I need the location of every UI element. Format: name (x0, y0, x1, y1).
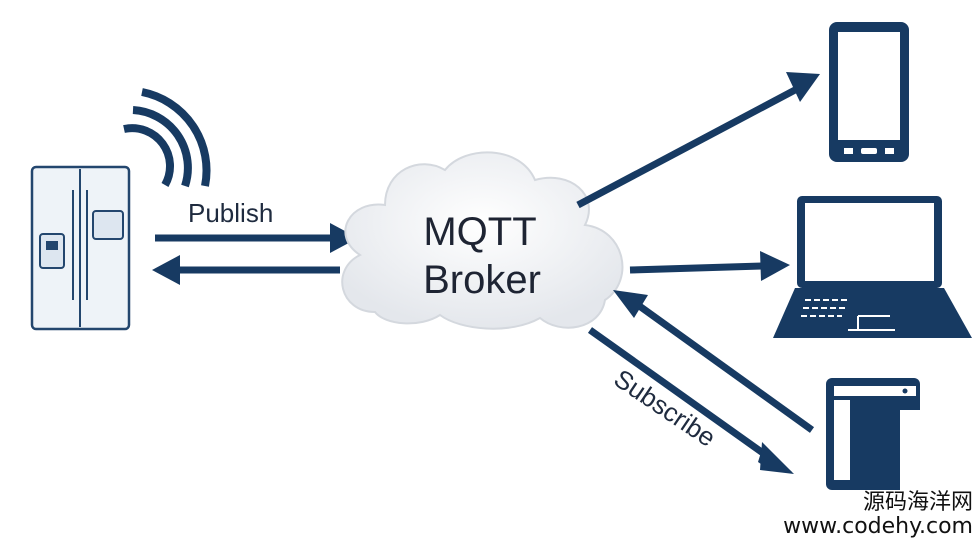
broker-title-line2: Broker (423, 258, 541, 302)
watermark-site-name: 源码海洋网 (862, 489, 973, 515)
smartphone-icon (829, 22, 909, 162)
wifi-signal-icon (123, 88, 211, 188)
arrow-to-smartphone (576, 72, 820, 209)
publish-arrows (152, 223, 358, 285)
publish-label: Publish (188, 198, 273, 228)
mqtt-broker-cloud (341, 151, 624, 330)
server-icon (826, 378, 922, 490)
laptop-icon (773, 196, 972, 338)
watermark-url: www.codehy.com (783, 513, 973, 539)
subscribe-arrows (587, 290, 815, 474)
arrow-to-laptop (629, 251, 790, 281)
fridge-icon (30, 165, 131, 331)
broker-title-line1: MQTT (423, 210, 536, 254)
watermark: 源码海洋网 www.codehy.com (783, 489, 973, 539)
